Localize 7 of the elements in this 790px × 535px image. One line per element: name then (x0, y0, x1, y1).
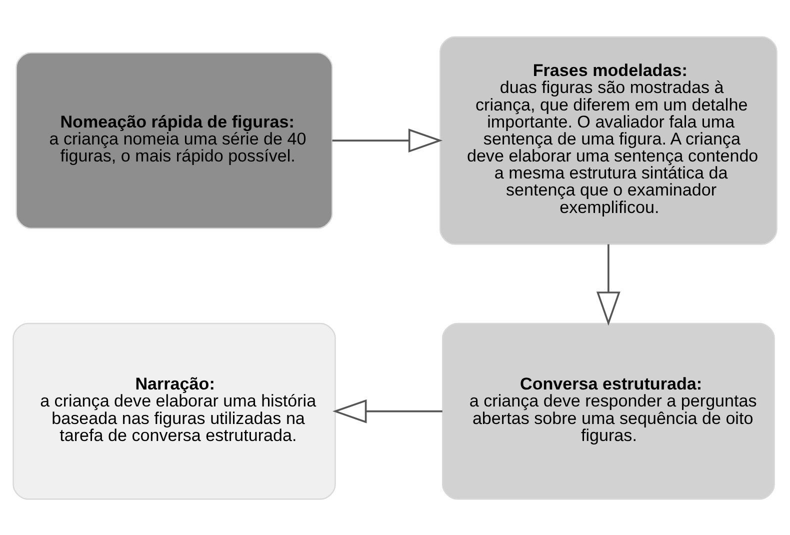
node-box: Conversa estruturada: a criança deve responder a perguntas abertas sobre uma sequência de oito figuras. (442, 322, 775, 500)
arrow (332, 398, 442, 423)
node-box: Nomeação rápida de figuras: a criança nomeia uma série de 40 figuras, o mais rápido possível. (16, 52, 333, 228)
arrow (332, 128, 443, 152)
node-box: Frases modeladas: duas figuras são mostradas à criança, que diferem em um detalhe importante. O avaliador fala uma sentença de uma figura. A criança deve elaborar uma sentença contendo a mesma estrutura sintática da sentença que o examinador exemplificou. (440, 36, 778, 244)
node-box: Narração: a criança deve elaborar uma história baseada nas figuras utilizadas na tarefa de conversa estruturada. (12, 322, 336, 500)
arrow (596, 244, 620, 326)
